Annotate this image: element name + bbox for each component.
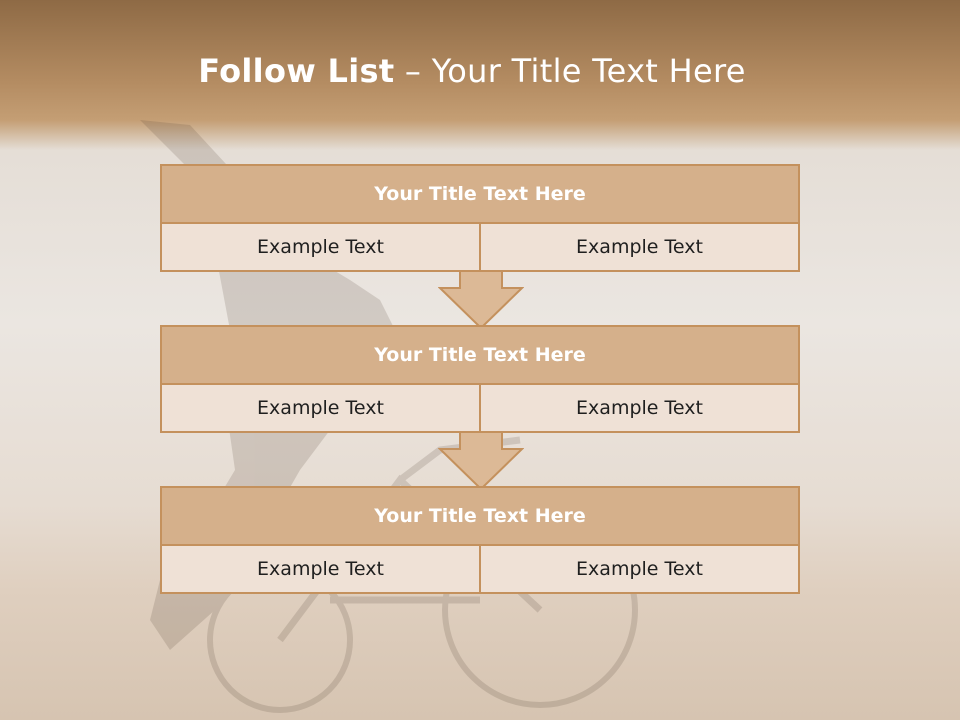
step-box-2: Your Title Text Here Example Text Exampl… (160, 325, 800, 433)
step-title: Your Title Text Here (162, 166, 798, 224)
step-cell-right: Example Text (479, 224, 798, 270)
step-cell-left: Example Text (257, 558, 384, 580)
step-title: Your Title Text Here (162, 327, 798, 385)
step-box-3: Your Title Text Here Example Text Exampl… (160, 486, 800, 594)
step-cell-right: Example Text (479, 546, 798, 592)
title-rest: – Your Title Text Here (394, 52, 746, 90)
slide-title: Follow List – Your Title Text Here (0, 52, 944, 90)
arrow-down-icon (438, 270, 524, 330)
arrow-down-icon (438, 431, 524, 491)
step-box-1: Your Title Text Here Example Text Exampl… (160, 164, 800, 272)
step-cell-right: Example Text (479, 385, 798, 431)
step-row: Example Text Example Text (162, 224, 798, 270)
step-row: Example Text Example Text (162, 385, 798, 431)
header-band (0, 0, 960, 150)
step-cell-left: Example Text (257, 236, 384, 258)
step-row: Example Text Example Text (162, 546, 798, 592)
step-title: Your Title Text Here (162, 488, 798, 546)
title-bold: Follow List (198, 52, 395, 90)
step-cell-left: Example Text (257, 397, 384, 419)
